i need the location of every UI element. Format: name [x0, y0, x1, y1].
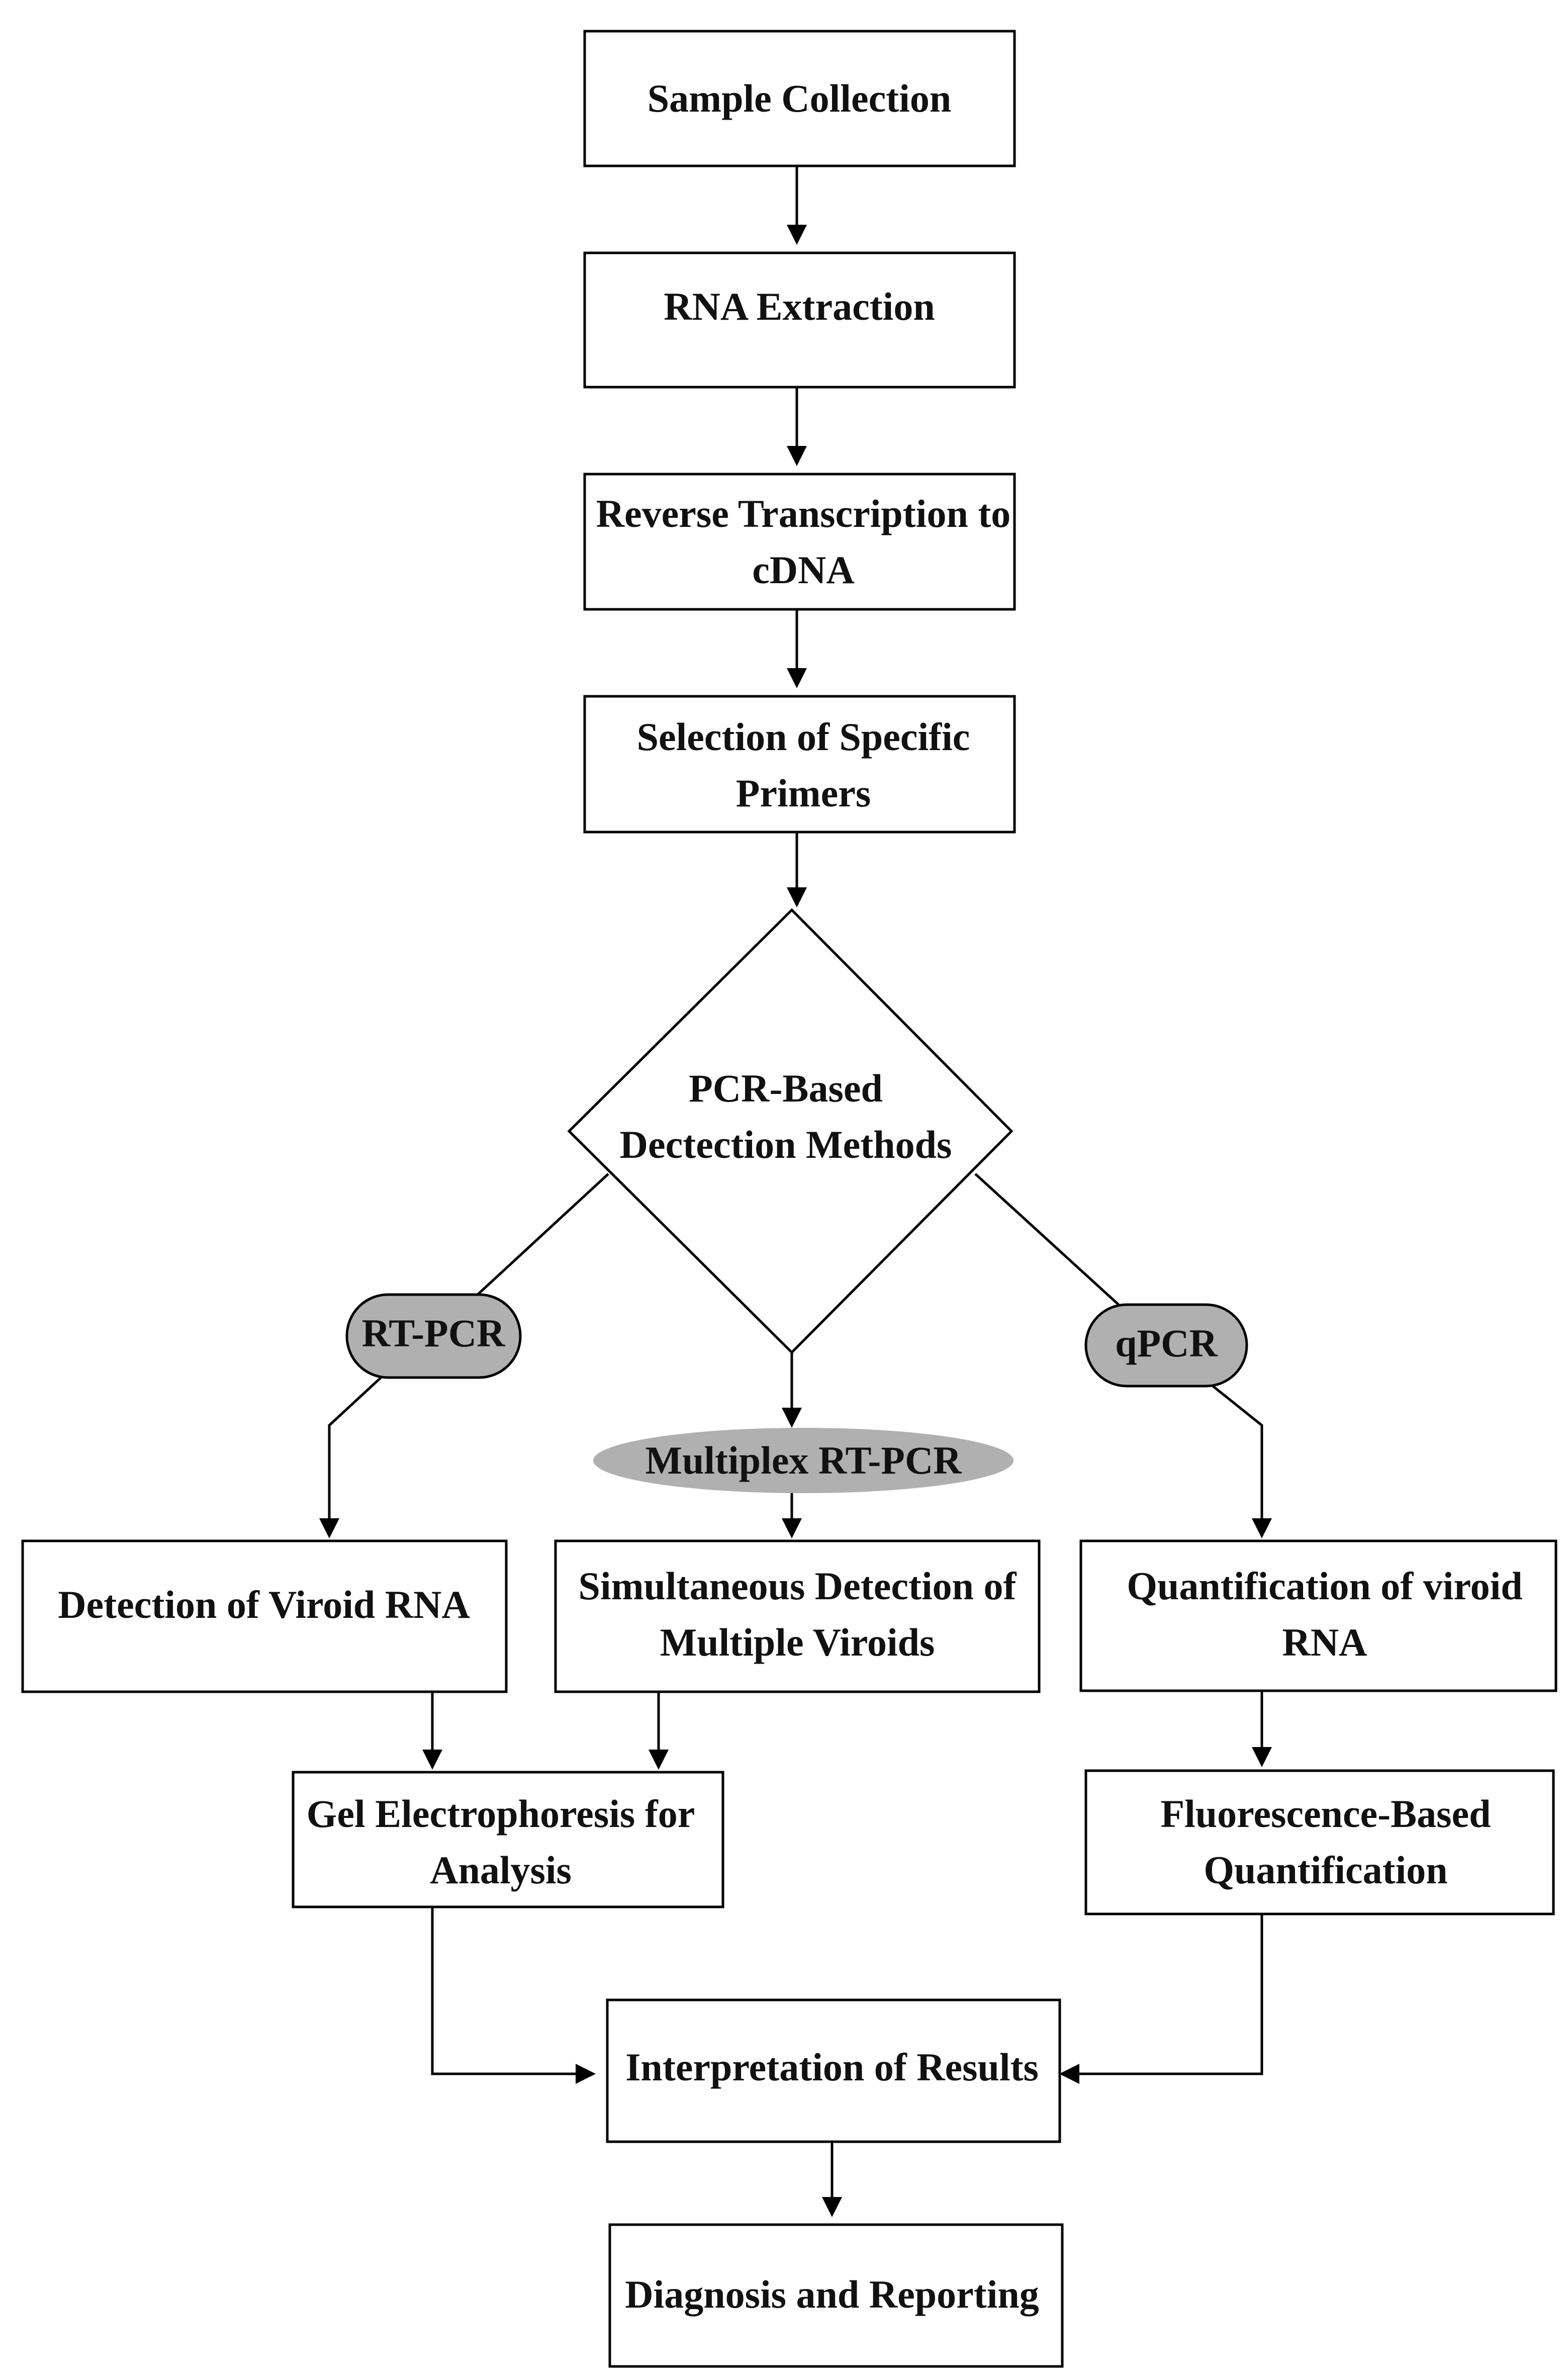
reverse-transcription-line-1: Reverse Transcription to	[596, 492, 1011, 535]
interpretation-label: Interpretation of Results	[625, 2045, 1039, 2089]
simultaneous-detection-label: Simultaneous Detection of Multiple Viroid…	[579, 1564, 1017, 1664]
rt-pcr-badge: RT-PCR	[345, 1293, 522, 1379]
line-decision-to-qpcr	[974, 1173, 1120, 1306]
simultaneous-detection-box: Simultaneous Detection of Multiple Viroid…	[554, 1539, 1041, 1693]
rna-extraction-line-1: RNA Extraction	[664, 285, 935, 328]
qpcr-line-1: qPCR	[1115, 1321, 1218, 1365]
line-decision-to-rtpcr	[477, 1173, 609, 1296]
simultaneous-detection-line-2: Multiple Viroids	[660, 1620, 935, 1664]
simultaneous-detection-line-1: Simultaneous Detection of	[579, 1564, 1017, 1608]
arrow-gel-to-interpretation	[431, 1905, 596, 2084]
multiplex-rt-pcr-badge: Multiplex RT-PCR	[593, 1428, 1013, 1493]
connectors	[319, 166, 1272, 2217]
fluorescence-quantification-line-1: Fluorescence-Based	[1160, 1792, 1491, 1836]
rna-extraction-label: RNA Extraction	[664, 285, 935, 328]
detection-viroid-rna-box: Detection of Viroid RNA	[21, 1539, 508, 1693]
arrow-fluorescence-to-interpretation	[1059, 1913, 1263, 2084]
multiplex-rt-pcr-line-1: Multiplex RT-PCR	[645, 1438, 962, 1482]
qpcr-badge: qPCR	[1084, 1303, 1248, 1388]
gel-electrophoresis-line-2: Analysis	[430, 1848, 572, 1892]
multiplex-rt-pcr-label: Multiplex RT-PCR	[645, 1438, 962, 1482]
primer-selection-line-1: Selection of Specific	[637, 715, 970, 759]
rt-pcr-label: RT-PCR	[362, 1311, 506, 1355]
gel-electrophoresis-line-1: Gel Electrophoresis for	[307, 1792, 695, 1836]
qpcr-label: qPCR	[1115, 1321, 1218, 1365]
fluorescence-quantification-line-2: Quantification	[1204, 1848, 1447, 1892]
diagnosis-reporting-line-1: Diagnosis and Reporting	[625, 2272, 1039, 2316]
sample-collection-line-1: Sample Collection	[648, 76, 951, 120]
reverse-transcription-line-2: cDNA	[752, 548, 855, 592]
quantification-viroid-rna-line-2: RNA	[1282, 1620, 1367, 1664]
primer-selection-line-2: Primers	[736, 771, 871, 815]
reverse-transcription-box: Reverse Transcription to cDNA	[583, 473, 1016, 611]
detection-viroid-rna-label: Detection of Viroid RNA	[58, 1583, 470, 1626]
arrow-qpcr-to-quantification	[1211, 1384, 1272, 1538]
diagnosis-reporting-label: Diagnosis and Reporting	[625, 2272, 1039, 2316]
pcr-methods-line-1: PCR-Based	[689, 1066, 883, 1110]
diagnosis-reporting-box: Diagnosis and Reporting	[608, 2223, 1064, 2368]
quantification-viroid-rna-line-1: Quantification of viroid	[1127, 1564, 1522, 1608]
pcr-methods-line-2: Dectection Methods	[620, 1123, 952, 1166]
reverse-transcription-label: Reverse Transcription to cDNA	[596, 492, 1011, 592]
rna-extraction-box: RNA Extraction	[583, 251, 1016, 389]
sample-collection-box: Sample Collection	[583, 30, 1016, 167]
sample-collection-label: Sample Collection	[648, 76, 951, 120]
rt-pcr-line-1: RT-PCR	[362, 1311, 506, 1355]
interpretation-box: Interpretation of Results	[606, 1998, 1061, 2143]
interpretation-line-1: Interpretation of Results	[625, 2045, 1039, 2089]
detection-viroid-rna-line-1: Detection of Viroid RNA	[58, 1583, 470, 1626]
arrow-rtpcr-to-detection	[319, 1376, 383, 1538]
